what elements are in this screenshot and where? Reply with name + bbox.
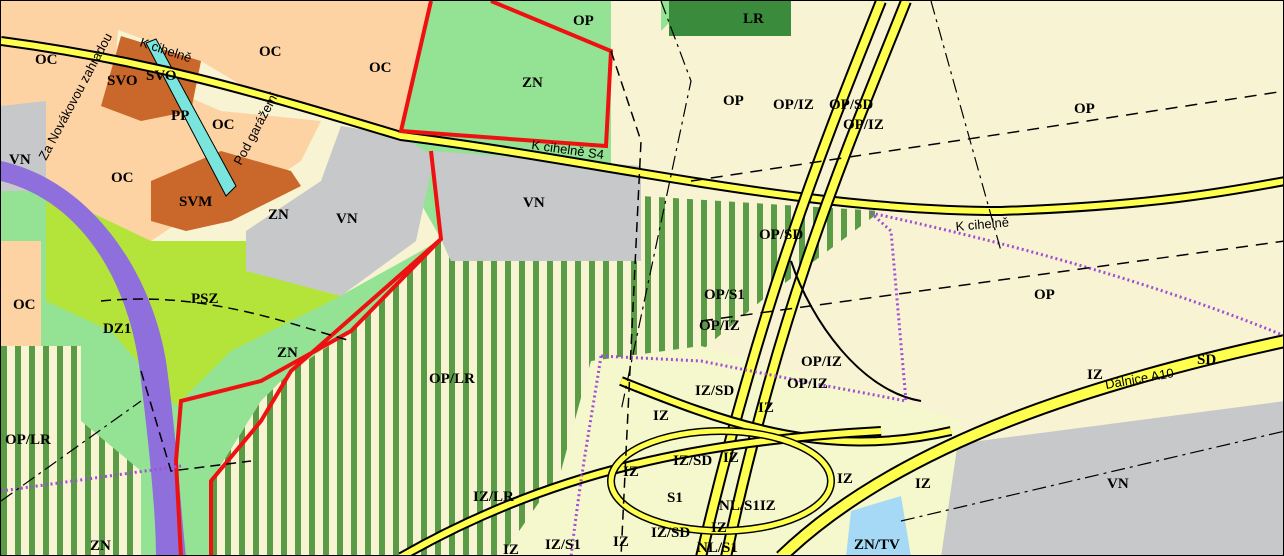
label-izsd-a: IZ/SD <box>695 383 734 399</box>
label-vn-right: VN <box>1107 476 1129 492</box>
label-vn-left: VN <box>9 152 31 168</box>
label-oc-mid: OC <box>259 44 282 60</box>
zone-oplr-striped[interactable] <box>211 196 881 556</box>
road-loop[interactable] <box>608 428 834 534</box>
label-izs1: IZ/S1 <box>545 537 581 553</box>
road-dalnice[interactable] <box>777 336 1284 556</box>
street-k-cihelne-3: K cihelně <box>955 214 1010 234</box>
label-pp: PP <box>171 108 189 124</box>
rail-right <box>870 211 1283 337</box>
road-main2[interactable] <box>722 1 910 556</box>
label-oc-tl: OC <box>35 52 58 68</box>
label-opiz-d: OP/IZ <box>801 354 842 370</box>
zone-oc-mid[interactable] <box>46 81 321 241</box>
zone-lr-top[interactable] <box>669 1 791 36</box>
label-s1: S1 <box>667 490 683 506</box>
label-zn-bl: ZN <box>90 538 111 554</box>
dash-line-1 <box>610 50 642 555</box>
label-nls1: NL/S1 <box>697 540 738 556</box>
label-iz-e: IZ <box>837 471 853 487</box>
label-svo-2: SVO <box>146 68 177 84</box>
road-main[interactable] <box>697 1 885 556</box>
label-oc-left2: OC <box>111 170 134 186</box>
zone-vn-right[interactable] <box>941 401 1284 556</box>
label-iz-i: IZ <box>711 520 727 536</box>
label-oc-right: OC <box>369 60 392 76</box>
label-oc-left3: OC <box>13 297 36 313</box>
label-svm: SVM <box>179 194 212 210</box>
zone-vn-mid[interactable] <box>246 126 441 296</box>
label-iz-h: IZ <box>613 534 629 550</box>
label-iz-b: IZ <box>758 400 774 416</box>
zone-oc-topleft[interactable] <box>1 1 121 111</box>
zone-oc-left[interactable] <box>1 241 41 346</box>
road-curve-thin <box>790 260 922 402</box>
boundary-zn-top <box>398 1 614 149</box>
label-opiz-b: OP/IZ <box>843 117 884 133</box>
label-iz-g: IZ <box>503 542 519 556</box>
dashdot-line-4 <box>1 400 142 502</box>
road-ramp[interactable] <box>619 378 952 445</box>
label-opiz-a: OP/IZ <box>773 97 814 113</box>
zone-psz[interactable] <box>46 191 341 406</box>
zone-oc-top[interactable] <box>1 1 431 136</box>
label-op-right: OP <box>1034 287 1055 303</box>
label-nls1iz: NL/S1IZ <box>719 498 776 514</box>
label-lr-top: LR <box>743 11 764 27</box>
label-izsd-c: IZ/SD <box>651 525 690 541</box>
label-opiz-c: OP/IZ <box>699 318 740 334</box>
label-zntv: ZN/TV <box>854 537 900 553</box>
label-zn-top: ZN <box>522 75 543 91</box>
label-vn-mid: VN <box>336 211 358 227</box>
label-zn-c: ZN <box>277 345 298 361</box>
label-vn-center: VN <box>523 195 545 211</box>
label-izsd-b: IZ/SD <box>673 453 712 469</box>
boundary-right <box>209 237 443 555</box>
dash-line-4 <box>100 298 352 342</box>
label-izlr: IZ/LR <box>473 489 514 505</box>
rail-loop <box>600 211 908 403</box>
label-zn-b: ZN <box>268 207 289 223</box>
label-oc-small: OC <box>212 117 235 133</box>
label-iz-right: IZ <box>1087 367 1103 383</box>
dashdot-line-1 <box>620 1 692 412</box>
road-ramp2[interactable] <box>399 428 882 556</box>
road-k-cihelne[interactable] <box>1 38 1284 215</box>
zone-zntv[interactable] <box>846 496 911 556</box>
zone-vn-center[interactable] <box>431 151 641 261</box>
label-psz: PSZ <box>191 291 219 307</box>
label-sd-right: SD <box>1197 352 1216 368</box>
label-opsd-a: OP/SD <box>829 97 873 113</box>
label-op-a: OP <box>723 93 744 109</box>
dash-line-3 <box>700 240 1283 322</box>
label-ops1: OP/S1 <box>704 287 745 303</box>
label-oplr-b: OP/LR <box>5 432 51 448</box>
label-opsd-b: OP/SD <box>759 227 803 243</box>
label-oplr-a: OP/LR <box>429 371 475 387</box>
label-iz-d: IZ <box>723 450 739 466</box>
label-iz-f: IZ <box>915 476 931 492</box>
dashdot-line-2 <box>930 1 1002 252</box>
zone-pp[interactable] <box>145 38 237 197</box>
label-op-top: OP <box>573 13 594 29</box>
label-op-far: OP <box>1074 101 1095 117</box>
label-opiz-e: OP/IZ <box>787 376 828 392</box>
label-dz1: DZ1 <box>103 321 131 337</box>
dash-line-5 <box>140 370 252 472</box>
dash-line-2 <box>690 90 1283 182</box>
label-svo-1: SVO <box>107 73 138 89</box>
label-iz-a: IZ <box>653 408 669 424</box>
dashdot-line-3 <box>900 430 1283 522</box>
rail-left <box>1 464 182 493</box>
label-iz-c: IZ <box>623 464 639 480</box>
zone-dz1[interactable] <box>1 161 186 556</box>
